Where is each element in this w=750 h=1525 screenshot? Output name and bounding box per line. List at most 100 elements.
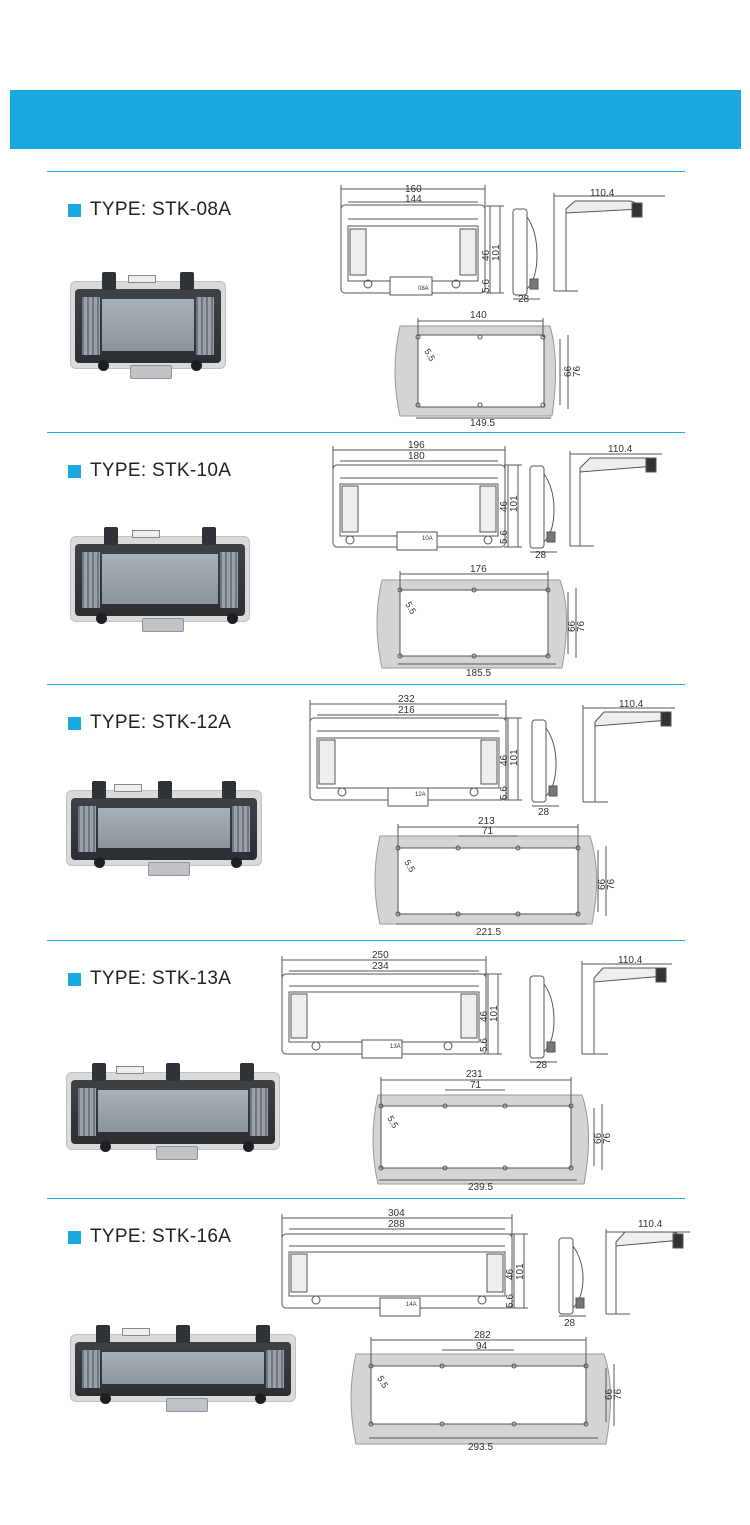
side-view bbox=[529, 465, 557, 553]
viewing-window bbox=[98, 808, 230, 848]
dim-101: 101 bbox=[509, 749, 520, 766]
type-heading: TYPE: STK-16A bbox=[68, 1226, 231, 1248]
dim-76: 76 bbox=[572, 365, 583, 377]
dim-hole-spacing: 176 bbox=[470, 564, 487, 575]
dim-66: 66 bbox=[593, 1132, 604, 1144]
screw-knob bbox=[100, 1141, 111, 1152]
cutout-view bbox=[374, 824, 607, 925]
dim-46: 46 bbox=[505, 1268, 516, 1280]
screw-knob bbox=[100, 1393, 111, 1404]
technical-drawing: 304 288 14A 46 101 5.6 28 110.4 bbox=[281, 1208, 690, 1453]
technical-drawing: 232 216 12A 46 101 5.6 28 110.4 bbox=[309, 694, 675, 938]
product-photo bbox=[66, 778, 262, 876]
dim-outer: 304 bbox=[388, 1208, 405, 1219]
front-view bbox=[332, 446, 522, 551]
product-section-stk-10a: TYPE: STK-10A 196 180 10A bbox=[0, 432, 750, 690]
side-view bbox=[558, 1237, 586, 1317]
cutout-view bbox=[376, 571, 577, 669]
product-photo bbox=[70, 524, 250, 632]
side-view bbox=[529, 975, 557, 1063]
viewing-window bbox=[102, 554, 218, 604]
type-label: TYPE: STK-10A bbox=[90, 460, 232, 481]
side-view bbox=[531, 719, 559, 807]
dim-outer: 160 bbox=[405, 184, 422, 195]
square-bullet-icon bbox=[68, 1230, 81, 1244]
viewing-window bbox=[98, 1090, 248, 1132]
type-label: TYPE: STK-08A bbox=[90, 199, 232, 220]
dim-depth: 28 bbox=[536, 1060, 548, 1071]
dim-101: 101 bbox=[515, 1263, 526, 1280]
clip-view bbox=[582, 705, 675, 803]
dim-clip: 110.4 bbox=[619, 699, 644, 710]
dim-inner: 144 bbox=[405, 194, 422, 205]
section-divider bbox=[47, 684, 685, 685]
brand-label bbox=[114, 784, 142, 792]
dim-5-6: 5.6 bbox=[505, 1294, 516, 1308]
model-mark: 14A bbox=[406, 1302, 417, 1308]
dim-depth: 28 bbox=[564, 1318, 576, 1329]
hinge bbox=[240, 1063, 254, 1081]
section-divider bbox=[47, 432, 685, 433]
dim-hole-spacing: 140 bbox=[470, 310, 487, 321]
cutout-view bbox=[350, 1337, 615, 1445]
cutout-view bbox=[394, 318, 569, 419]
section-divider bbox=[47, 940, 685, 941]
brand-label bbox=[132, 530, 160, 538]
dim-46: 46 bbox=[499, 754, 510, 766]
dim-46: 46 bbox=[479, 1010, 490, 1022]
dim-clip: 110.4 bbox=[608, 444, 633, 455]
type-label: TYPE: STK-16A bbox=[90, 1226, 232, 1247]
hinge bbox=[256, 1325, 270, 1343]
latch bbox=[142, 618, 184, 632]
header-banner bbox=[10, 90, 741, 149]
hinge bbox=[222, 781, 236, 799]
dim-46: 46 bbox=[499, 500, 510, 512]
product-section-stk-16a: TYPE: STK-16A 304 288 bbox=[0, 1198, 750, 1468]
dim-101: 101 bbox=[491, 244, 502, 261]
dim-hole-spacing: 282 bbox=[474, 1330, 491, 1341]
side-view bbox=[512, 208, 540, 300]
dim-101: 101 bbox=[509, 495, 520, 512]
dim-66: 66 bbox=[597, 878, 608, 890]
technical-drawing: 250 234 13A 46 101 5.6 28 110.4 bbox=[281, 950, 672, 1193]
dim-inner: 234 bbox=[372, 961, 389, 972]
section-divider bbox=[47, 1198, 685, 1199]
dim-hole-spacing: 231 bbox=[466, 1069, 483, 1080]
product-section-stk-13a: TYPE: STK-13A 250 234 bbox=[0, 940, 750, 1198]
hinge bbox=[96, 1325, 110, 1343]
type-heading: TYPE: STK-12A bbox=[68, 712, 231, 734]
hinge bbox=[104, 527, 118, 545]
model-mark: 12A bbox=[415, 792, 426, 798]
screw-knob bbox=[255, 1393, 266, 1404]
cutout-view bbox=[372, 1077, 603, 1185]
dim-hole-spacing: 213 bbox=[478, 816, 495, 827]
dim-depth: 28 bbox=[535, 550, 547, 561]
square-bullet-icon bbox=[68, 716, 81, 730]
product-section-stk-08a: TYPE: STK-08A 160 144 bbox=[0, 171, 750, 429]
dim-inner: 288 bbox=[388, 1219, 405, 1230]
viewing-window bbox=[102, 299, 194, 351]
dim-5-6: 5.6 bbox=[499, 530, 510, 544]
dim-outer: 196 bbox=[408, 440, 425, 451]
dim-66: 66 bbox=[604, 1388, 615, 1400]
dim-sub-spacing: 71 bbox=[470, 1080, 482, 1091]
dim-5-6: 5.6 bbox=[481, 279, 492, 293]
latch bbox=[130, 365, 172, 379]
hinge bbox=[176, 1325, 190, 1343]
dim-5-6: 5.6 bbox=[479, 1038, 490, 1052]
clip-view bbox=[553, 193, 665, 292]
brand-label bbox=[128, 275, 156, 283]
hinge bbox=[92, 1063, 106, 1081]
model-mark: 08A bbox=[418, 286, 429, 292]
dim-bottom: 149.5 bbox=[470, 418, 495, 429]
latch bbox=[156, 1146, 198, 1160]
product-photo bbox=[70, 1322, 296, 1412]
square-bullet-icon bbox=[68, 203, 81, 217]
dim-sub-spacing: 94 bbox=[476, 1341, 488, 1352]
product-photo bbox=[66, 1060, 280, 1160]
dim-outer: 250 bbox=[372, 950, 389, 961]
dim-depth: 28 bbox=[518, 294, 530, 305]
latch bbox=[148, 862, 190, 876]
type-heading: TYPE: STK-10A bbox=[68, 460, 231, 482]
dim-bottom: 239.5 bbox=[468, 1182, 493, 1193]
